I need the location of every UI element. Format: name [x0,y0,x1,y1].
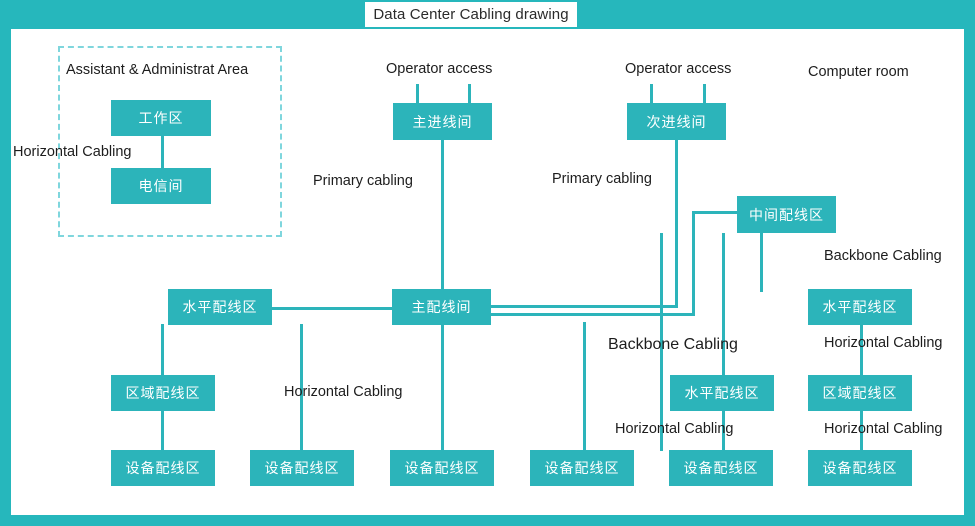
connector-intermediate-to-equipment-5 [660,233,663,451]
node-label: 设备配线区 [125,461,201,477]
connector-main-distribution-to-horizontal-left [271,307,399,310]
node-label: 次进线间 [646,114,707,131]
node-horizontal-distribution-right-top[interactable]: 水平配线区 [808,289,912,325]
node-label: 设备配线区 [683,461,759,477]
annotation-primary-cabling-2: Primary cabling [552,171,652,187]
connector-intermediate-inbound [692,211,744,214]
node-work-area[interactable]: 工作区 [111,100,211,136]
region-label-assistant-administration: Assistant & Administrat Area [66,62,249,78]
node-horizontal-distribution-left[interactable]: 水平配线区 [168,289,272,325]
annotation-horizontal-cabling-5: Horizontal Cabling [824,421,943,437]
node-label: 设备配线区 [264,461,340,477]
connector-horizontal-right-to-zone-right [860,324,863,378]
node-label: 水平配线区 [822,300,898,316]
connector-main-distribution-to-equipment-3 [441,324,444,451]
annotation-computer-room: Computer room [808,64,909,80]
node-label: 中间配线区 [749,207,824,224]
node-equipment-distribution-4[interactable]: 设备配线区 [530,450,634,486]
connector-operator-access-secondary-left [650,84,653,104]
node-label: 工作区 [138,111,184,127]
connector-operator-access-main-left [416,84,419,104]
node-main-entrance-room[interactable]: 主进线间 [393,103,492,140]
node-horizontal-distribution-mid[interactable]: 水平配线区 [670,375,774,411]
connector-main-entrance-to-main-distribution [441,140,444,294]
connector-intermediate-down-left [760,233,763,292]
node-equipment-distribution-6[interactable]: 设备配线区 [808,450,912,486]
connector-zone-right-to-equipment-6 [860,410,863,451]
connector-zone-left-to-equipment-1 [161,410,164,451]
annotation-primary-cabling-1: Primary cabling [313,173,413,189]
node-label: 设备配线区 [404,461,480,477]
connector-main-distribution-to-intermediate-v [692,211,695,315]
diagram-title: Data Center Cabling drawing [365,2,577,27]
connector-horizontal-left-to-equipment-2 [300,324,303,451]
node-label: 设备配线区 [544,461,620,477]
connector-operator-access-main-right [468,84,471,104]
annotation-horizontal-cabling-3: Horizontal Cabling [284,384,403,400]
node-equipment-distribution-5[interactable]: 设备配线区 [669,450,773,486]
node-label: 水平配线区 [182,300,258,316]
annotation-horizontal-cabling-2: Horizontal Cabling [824,335,943,351]
node-label: 主配线间 [411,300,472,316]
diagram-title-text: Data Center Cabling drawing [373,6,569,23]
connector-work-area-to-telecom-room [161,136,164,170]
connector-backbone-to-equipment-5 [583,322,586,451]
node-equipment-distribution-1[interactable]: 设备配线区 [111,450,215,486]
annotation-operator-access-2: Operator access [625,61,732,77]
annotation-horizontal-cabling-4: Horizontal Cabling [615,421,734,437]
node-zone-distribution-left[interactable]: 区域配线区 [111,375,215,411]
connector-main-distribution-to-intermediate-h [489,313,695,316]
annotation-backbone-cabling-2: Backbone Cabling [608,336,738,353]
assistant-administration-region [58,46,282,237]
connector-secondary-entrance-to-main-distribution [489,305,678,308]
node-zone-distribution-right[interactable]: 区域配线区 [808,375,912,411]
node-label: 主进线间 [412,114,473,131]
node-secondary-entrance-room[interactable]: 次进线间 [627,103,726,140]
annotation-operator-access-1: Operator access [386,61,493,77]
node-telecom-room[interactable]: 电信间 [111,168,211,204]
node-label: 区域配线区 [125,386,201,402]
annotation-horizontal-cabling-1: Horizontal Cabling [13,144,132,160]
node-label: 水平配线区 [684,386,760,402]
connector-secondary-entrance-down [675,140,678,308]
connector-intermediate-to-horizontal-mid [722,233,725,378]
node-intermediate-distribution-area[interactable]: 中间配线区 [737,196,836,233]
annotation-backbone-cabling-1: Backbone Cabling [824,248,942,264]
connector-horizontal-mid-to-equipment-4 [722,410,725,451]
node-label: 电信间 [138,179,184,195]
node-equipment-distribution-3[interactable]: 设备配线区 [390,450,494,486]
node-main-distribution-room[interactable]: 主配线间 [392,289,491,325]
connector-operator-access-secondary-right [703,84,706,104]
connector-horizontal-left-to-zone-left [161,324,164,378]
node-label: 区域配线区 [822,386,898,402]
node-label: 设备配线区 [822,461,898,477]
node-equipment-distribution-2[interactable]: 设备配线区 [250,450,354,486]
